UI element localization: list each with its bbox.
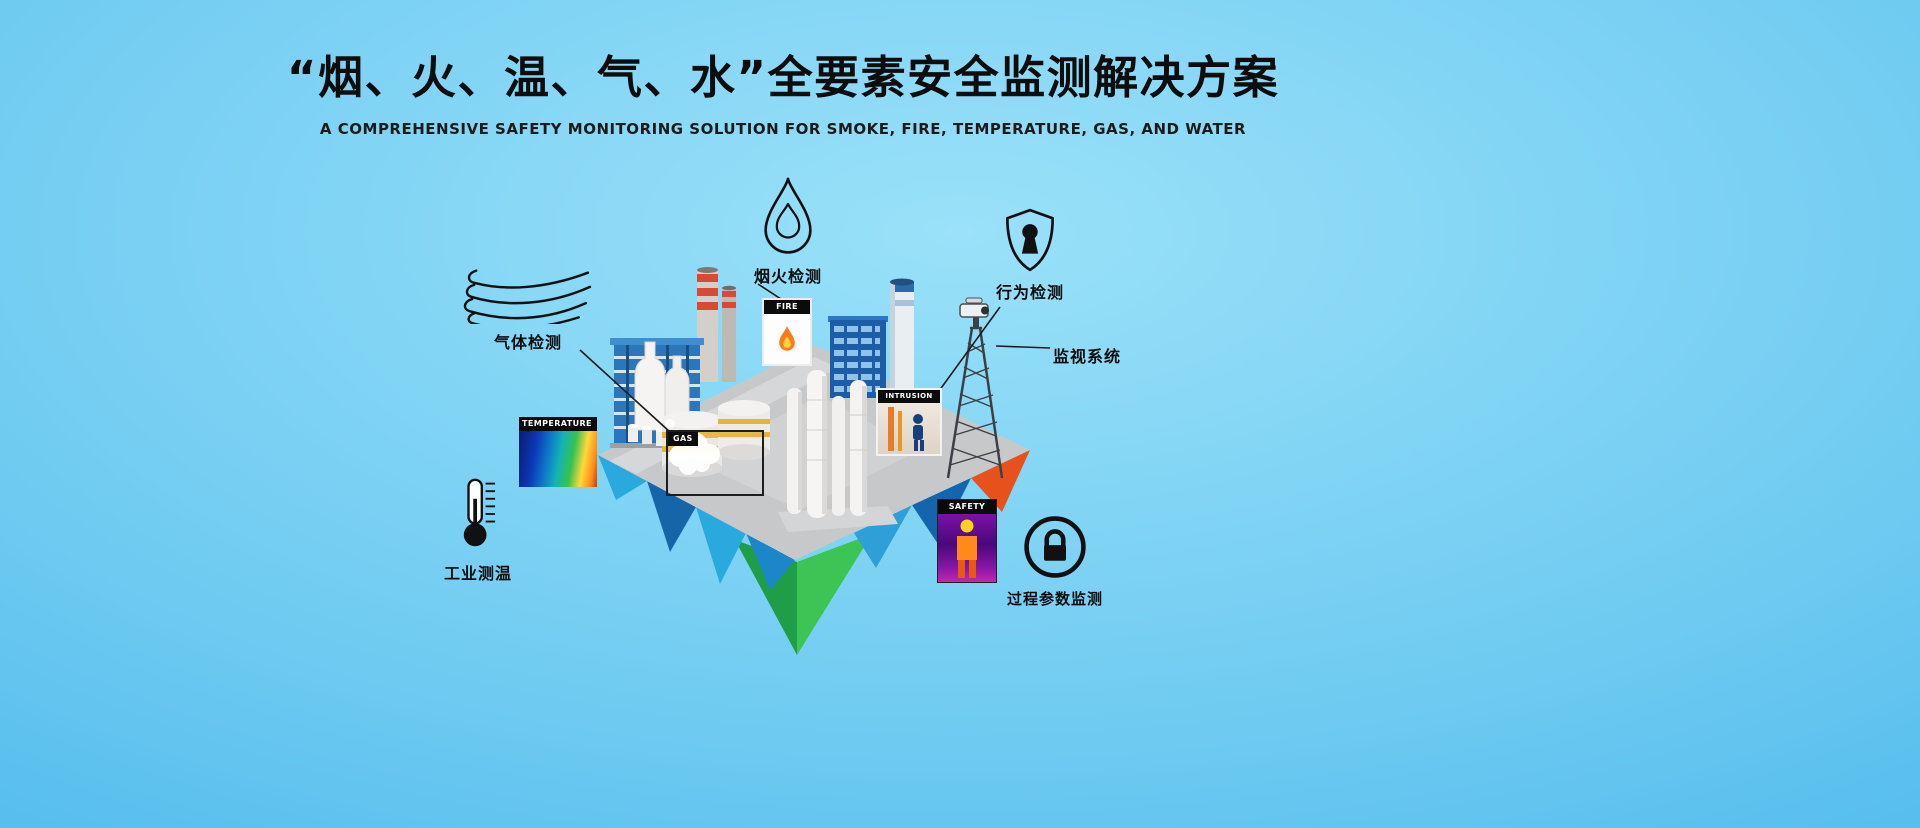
striped-smokestacks	[697, 267, 736, 382]
callout-industrial-temperature-label: 工业测温	[443, 564, 512, 583]
shield-keyhole-icon	[1005, 208, 1055, 272]
distillation-columns	[778, 370, 898, 532]
flame-icon	[764, 177, 812, 254]
leader-gas	[579, 349, 671, 433]
callout-surveillance-system: 监视系统	[1053, 338, 1121, 367]
thermometer-icon	[463, 478, 496, 547]
leader-behavior	[938, 306, 1001, 392]
factory-buildings	[610, 267, 1004, 532]
callout-surveillance-label: 监视系统	[1053, 347, 1122, 366]
lock-circle-icon	[1024, 516, 1086, 578]
callout-process-parameters-label: 过程参数监测	[1006, 590, 1103, 608]
callout-smoke-fire-detection: 烟火检测	[752, 176, 824, 287]
callout-smoke-fire-label: 烟火检测	[753, 267, 822, 286]
intruder-figure-icon	[888, 406, 924, 451]
callout-gas-detection: 气体检测	[458, 262, 598, 353]
inset-temperature-label: TEMPERATURE	[519, 417, 597, 431]
callout-behavior-label: 行为检测	[996, 283, 1065, 302]
leader-lines	[579, 283, 1051, 433]
inset-gas-label: GAS	[668, 432, 698, 446]
thermal-person-icon	[957, 519, 977, 578]
inset-safety-label: SAFETY	[938, 500, 996, 514]
callout-gas-label: 气体检测	[493, 333, 562, 352]
callout-behavior-detection: 行为检测	[996, 206, 1064, 303]
inset-intrusion: INTRUSION	[876, 388, 942, 456]
callout-industrial-temperature: 工业测温	[430, 476, 526, 584]
gas-waves-icon	[463, 269, 592, 324]
fire-flame-icon	[779, 326, 795, 351]
inset-fire-label: FIRE	[764, 300, 810, 314]
fire-image	[764, 314, 810, 364]
leader-surveillance	[995, 345, 1051, 349]
inset-fire: FIRE	[762, 298, 812, 366]
header: “烟、火、温、气、水”全要素安全监测解决方案 A COMPREHENSIVE S…	[0, 50, 1566, 138]
callout-process-parameters: 过程参数监测	[1005, 514, 1105, 609]
small-tanks	[628, 424, 666, 446]
island-underside	[598, 450, 1030, 655]
page-subtitle: A COMPREHENSIVE SAFETY MONITORING SOLUTI…	[319, 120, 1247, 139]
factory-illustration	[579, 267, 1051, 655]
thermal-image	[519, 431, 597, 487]
inset-gas: GAS	[666, 430, 764, 496]
inset-temperature: TEMPERATURE	[519, 417, 597, 487]
safety-thermal-image	[938, 514, 996, 582]
page-title: “烟、火、温、气、水”全要素安全监测解决方案	[286, 51, 1280, 104]
intrusion-image	[878, 403, 940, 454]
inset-safety: SAFETY	[937, 499, 997, 583]
cctv-camera-icon	[959, 297, 989, 328]
tall-chimney	[890, 278, 914, 400]
inset-intrusion-label: INTRUSION	[878, 390, 940, 403]
